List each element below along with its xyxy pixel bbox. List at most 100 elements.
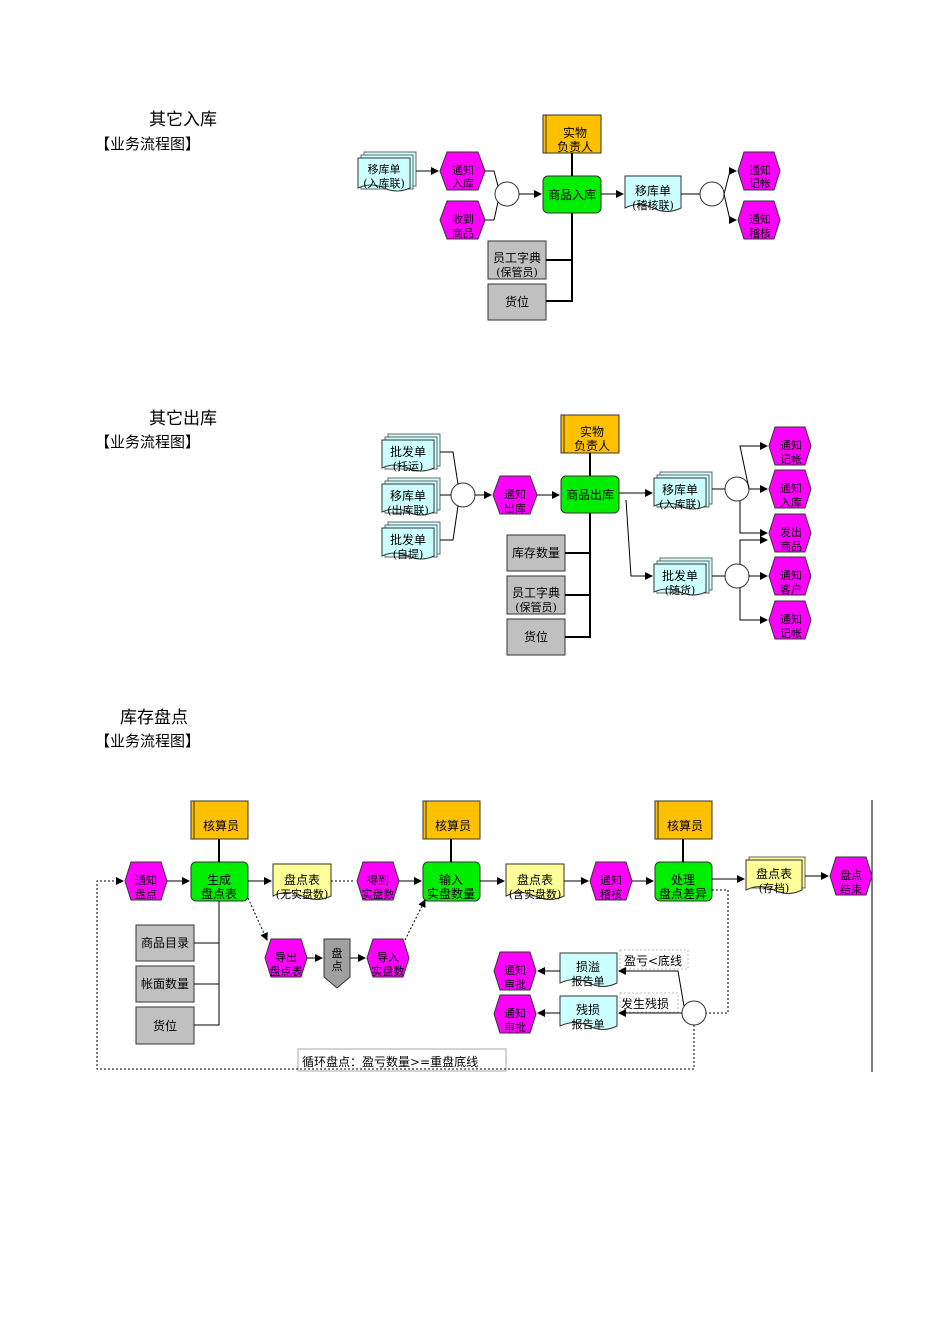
connector-or-2: [681, 1000, 707, 1026]
svg-text:通知: 通知: [135, 873, 157, 887]
doc-ship-with-goods: 批发单 (随货): [653, 557, 713, 597]
event-notify-book: 通知 记帐: [737, 151, 781, 191]
svg-text:批发单: 批发单: [390, 444, 426, 459]
svg-text:库存数量: 库存数量: [512, 545, 560, 560]
role-responsible-1: 实物 负责人: [542, 114, 602, 154]
event-notify-in: 通知 入库: [439, 151, 486, 191]
svg-text:实物: 实物: [580, 424, 604, 439]
svg-text:(托运): (托运): [393, 459, 424, 473]
cond-damage: 发生残损: [619, 992, 679, 1013]
svg-text:通知: 通知: [749, 163, 771, 177]
svg-text:盘点: 盘点: [840, 868, 862, 882]
svg-text:导出: 导出: [275, 950, 297, 964]
svg-text:移库单: 移库单: [390, 488, 426, 503]
dict-book-qty: 帐面数量: [135, 965, 195, 1003]
svg-text:货位: 货位: [524, 629, 548, 644]
svg-text:(随货): (随货): [665, 583, 696, 597]
dict-location-1: 货位: [487, 283, 547, 321]
svg-text:记帐: 记帐: [749, 177, 771, 190]
doc-count-sheet-1: 盘点表 (无实盘数): [272, 863, 332, 901]
doc-count-sheet-2: 盘点表 (含实盘数): [505, 863, 565, 901]
svg-text:入库: 入库: [780, 496, 802, 509]
svg-text:帐面数量: 帐面数量: [141, 976, 189, 991]
svg-text:商品: 商品: [452, 226, 474, 240]
svg-text:移库单: 移库单: [635, 183, 671, 198]
role-accountant-1: 核算员: [190, 800, 249, 840]
svg-text:审批: 审批: [504, 977, 526, 991]
svg-text:盘点差异: 盘点差异: [659, 886, 707, 901]
connector-and-1: [494, 181, 520, 207]
svg-text:通知: 通知: [780, 481, 802, 495]
section-subtitle-inbound: 【业务流程图】: [95, 135, 201, 153]
svg-text:(含实盘数): (含实盘数): [509, 887, 562, 901]
svg-text:核算员: 核算员: [667, 818, 703, 833]
manual-count: 盘 点: [323, 938, 351, 989]
svg-text:(入库联): (入库联): [659, 498, 701, 511]
svg-text:货位: 货位: [153, 1018, 177, 1033]
doc-move-in: 移库单 (入库联): [357, 151, 417, 192]
event-notify-customer: 通知 客户: [768, 556, 812, 596]
svg-text:损溢: 损溢: [576, 960, 600, 974]
diagram-other-outbound: 批发单 (托运) 移库单 (出库联) 批发单 (自提) 通知 出库 实物 负: [381, 414, 812, 656]
event-ship-goods: 发出 商品: [768, 513, 812, 553]
svg-text:报告单: 报告单: [572, 1017, 605, 1031]
svg-text:发生残损: 发生残损: [621, 996, 669, 1011]
doc-move-in-2: 移库单 (入库联): [653, 471, 713, 511]
svg-text:循环盘点：盈亏数量>=重盘底线: 循环盘点：盈亏数量>=重盘底线: [302, 1054, 478, 1069]
function-goods-out: 商品出库: [560, 475, 620, 514]
doc-move-audit: 移库单 (稽核联): [624, 175, 682, 212]
event-notify-book-2b: 通知 记帐: [768, 600, 812, 640]
doc-gain-report: 损溢 报告单: [559, 952, 618, 988]
svg-text:(自提): (自提): [393, 548, 424, 561]
svg-text:通知: 通知: [504, 1006, 526, 1020]
function-generate-sheet: 生成 盘点表: [190, 861, 249, 902]
section-title-stocktake: 库存盘点: [120, 708, 188, 728]
svg-text:盘点表: 盘点表: [517, 872, 553, 887]
dict-stock-qty: 库存数量: [506, 534, 566, 572]
doc-loss-report: 残损 报告单: [559, 995, 618, 1031]
svg-text:(无实盘数): (无实盘数): [276, 887, 329, 901]
doc-move-out: 移库单 (出库联): [381, 477, 441, 517]
svg-text:发出: 发出: [780, 525, 802, 539]
svg-text:货位: 货位: [505, 294, 529, 309]
svg-text:稽核: 稽核: [600, 887, 622, 901]
svg-text:盘点表: 盘点表: [201, 886, 237, 901]
svg-text:(存档): (存档): [759, 881, 790, 895]
event-notify-book-2a: 通知 记帐: [768, 426, 812, 466]
svg-text:稽核: 稽核: [749, 226, 771, 240]
svg-text:通知: 通知: [780, 568, 802, 582]
event-notify-count: 通知 盘点: [124, 861, 168, 901]
event-receive-goods: 收到 商品: [439, 200, 486, 240]
svg-text:实物: 实物: [563, 125, 587, 140]
connector-and-3: [724, 476, 750, 502]
svg-text:负责人: 负责人: [574, 439, 610, 453]
event-notify-audit: 通知 稽核: [737, 200, 781, 240]
role-responsible-2: 实物 负责人: [560, 414, 620, 454]
svg-text:核算员: 核算员: [203, 818, 239, 833]
svg-text:(稽核联): (稽核联): [632, 198, 674, 212]
diagram-stocktake: 核算员 核算员 核算员 通知 盘点 生成 盘点表 盘点表 (无实盘数): [96, 800, 873, 1072]
svg-text:商品出库: 商品出库: [566, 487, 614, 502]
svg-text:结束: 结束: [840, 883, 862, 896]
svg-text:负责人: 负责人: [557, 140, 593, 154]
event-notify-review-1: 通知 审批: [493, 951, 537, 991]
svg-text:报告单: 报告单: [572, 974, 605, 988]
dict-location-3: 货位: [135, 1006, 195, 1045]
event-import-qty: 导入 实盘数: [366, 938, 410, 978]
role-accountant-2: 核算员: [422, 800, 481, 840]
svg-text:客户: 客户: [780, 582, 802, 596]
connector-and-2: [699, 181, 725, 207]
svg-text:(出库联): (出库联): [387, 503, 429, 517]
doc-move-in-l1: 移库单: [368, 163, 401, 176]
dict-location-2: 货位: [506, 618, 566, 656]
connector-and-4: [724, 563, 750, 589]
section-title-other-inbound: 其它入库: [149, 110, 217, 130]
svg-text:生成: 生成: [207, 873, 231, 887]
event-notify-in-2: 通知 入库: [768, 469, 812, 509]
diagram-other-inbound: 移库单 (入库联) 通知 入库 收到 商品 实物 负责人 商品入库: [357, 114, 781, 321]
doc-ship-consign: 批发单 (托运): [381, 433, 441, 473]
connector-or-1: [450, 482, 476, 508]
svg-text:通知: 通知: [780, 612, 802, 626]
svg-text:记帐: 记帐: [780, 453, 802, 466]
